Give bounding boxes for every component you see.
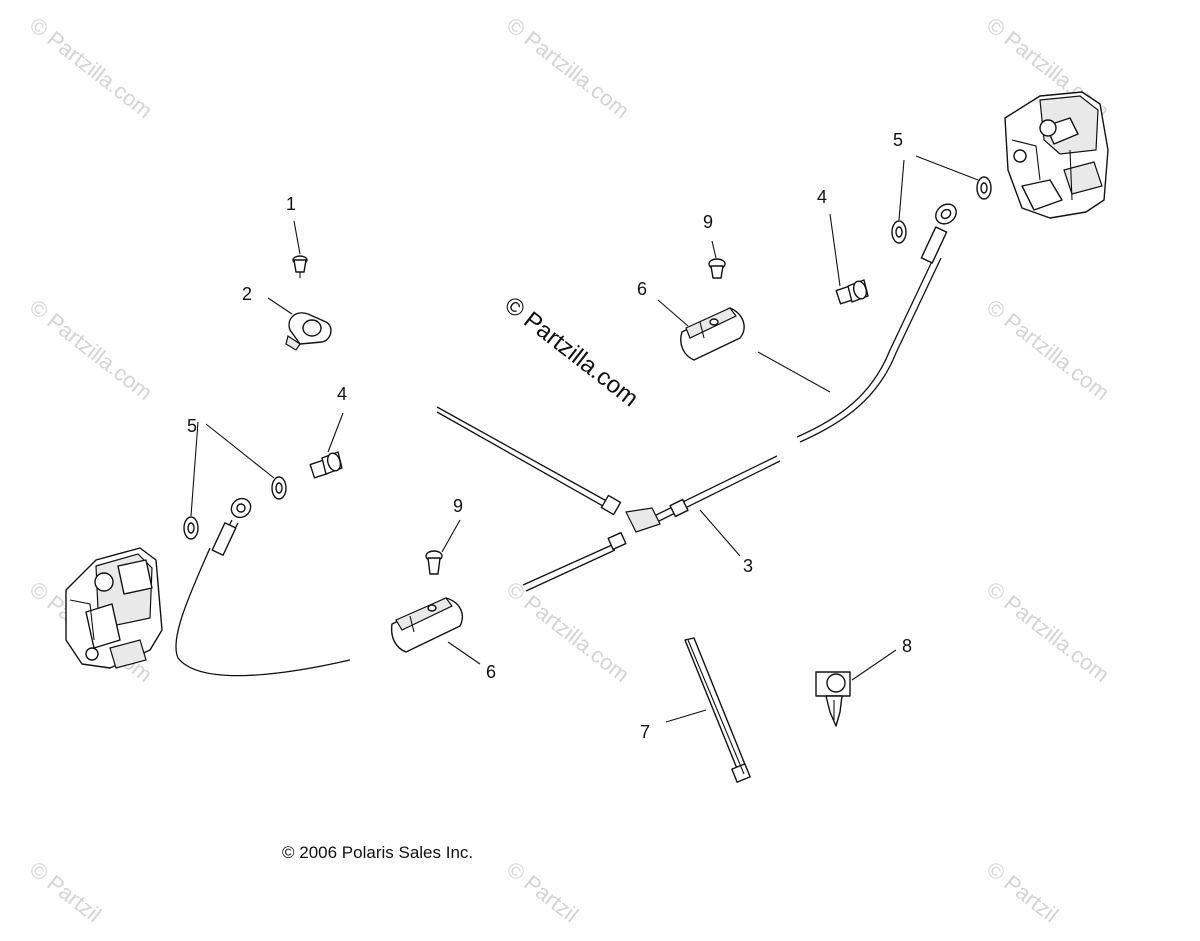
part-5-washer xyxy=(271,476,287,500)
part-5-washer xyxy=(891,220,907,244)
callout-4: 4 xyxy=(817,187,827,207)
left-brake-caliper xyxy=(65,547,163,669)
callout-3: 3 xyxy=(743,556,753,576)
callout-5: 5 xyxy=(187,416,197,436)
part-4-bolt-left xyxy=(309,451,343,479)
part-6-clip-lower xyxy=(390,597,464,653)
callout-4: 4 xyxy=(337,384,347,404)
callout-6: 6 xyxy=(486,662,496,682)
partzilla-watermark: © Partzilla.com xyxy=(499,291,643,412)
watermark-text: © Partzilla.com xyxy=(25,294,157,405)
part-9-screw-upper xyxy=(708,258,726,279)
callout-7: 7 xyxy=(640,722,650,742)
callout-9: 9 xyxy=(703,212,713,232)
leader-lines xyxy=(190,155,979,723)
callout-6: 6 xyxy=(637,279,647,299)
watermark-text: © Partzil xyxy=(25,856,106,927)
callout-9: 9 xyxy=(453,496,463,516)
watermark-text: © Partzilla.com xyxy=(982,294,1114,405)
watermark-text: © Partzilla.com xyxy=(502,12,634,123)
watermark-text: © Partzilla.com xyxy=(502,576,634,687)
part-8-push-clip xyxy=(815,671,851,727)
part-5-washer xyxy=(976,176,992,200)
part-2-clamp xyxy=(285,312,332,351)
callout-1: 1 xyxy=(286,194,296,214)
part-7-cable-tie xyxy=(684,637,751,783)
watermark-group: © Partzilla.com © Partzilla.com © Partzi… xyxy=(25,12,1114,927)
brake-tee xyxy=(625,507,661,533)
callout-2: 2 xyxy=(242,284,252,304)
callout-5: 5 xyxy=(893,130,903,150)
part-1-rivet xyxy=(292,255,308,278)
brake-line-assembly xyxy=(175,203,957,677)
watermark-text: © Partzil xyxy=(982,856,1063,927)
part-5-washer xyxy=(183,516,199,540)
part-4-bolt-right xyxy=(835,279,869,305)
right-brake-caliper xyxy=(1004,91,1109,219)
watermark-text: © Partzilla.com xyxy=(982,576,1114,687)
copyright-text: © 2006 Polaris Sales Inc. xyxy=(282,843,473,862)
watermark-text: © Partzilla.com xyxy=(25,12,157,123)
part-6-clip-upper xyxy=(680,307,745,361)
part-9-screw-lower xyxy=(425,550,443,575)
callout-8: 8 xyxy=(902,636,912,656)
watermark-text: © Partzil xyxy=(502,856,583,927)
